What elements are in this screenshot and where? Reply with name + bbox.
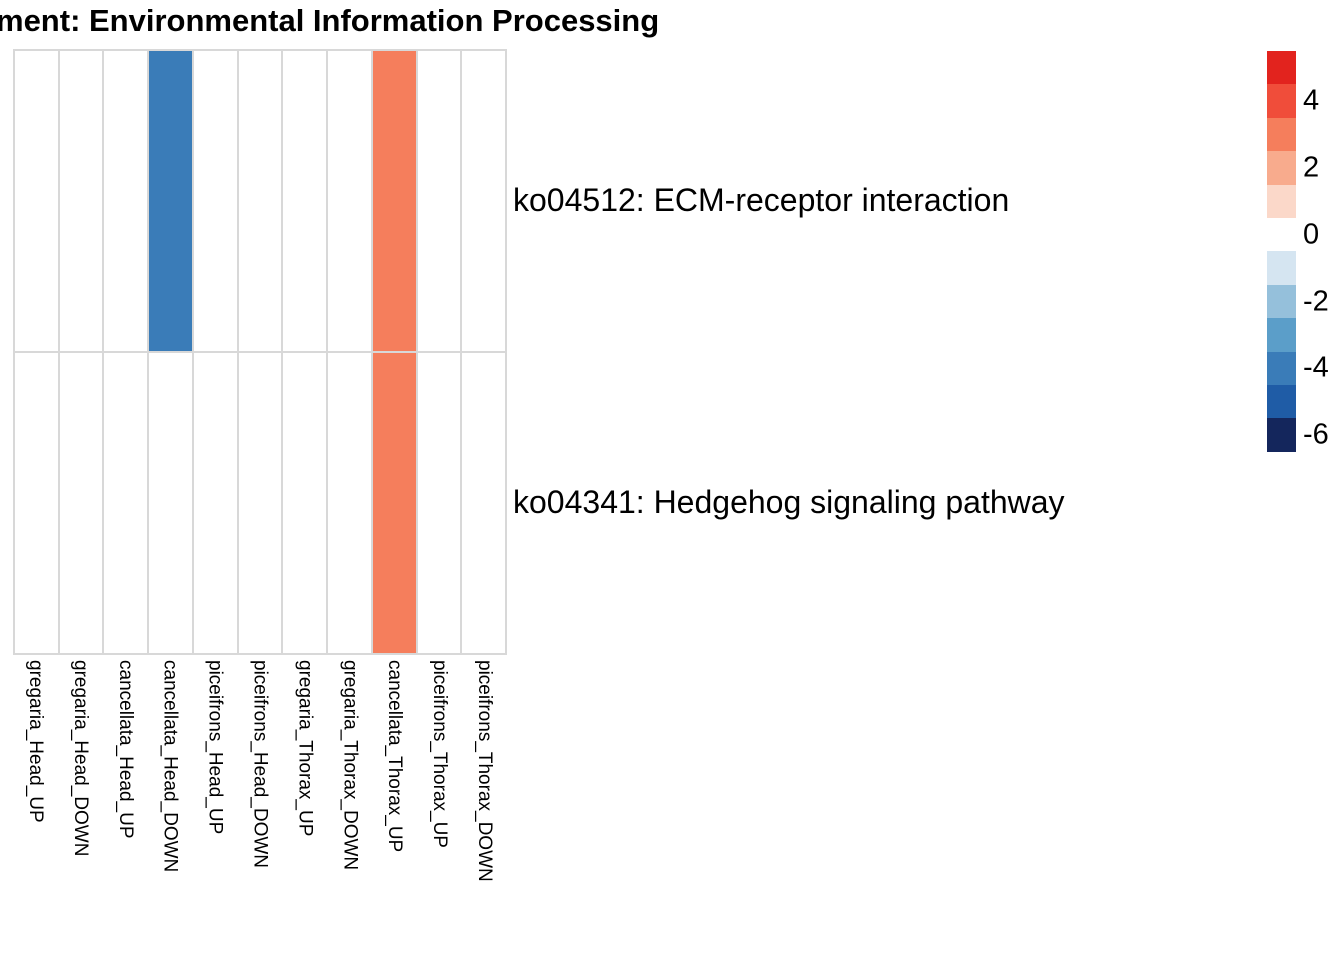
heatmap-grid [13, 49, 507, 655]
heatmap-cell [416, 50, 462, 352]
heatmap-cell [237, 50, 283, 352]
column-label-slot: piceifrons_Thorax_UP [417, 660, 462, 882]
heatmap-cell [148, 352, 193, 654]
heatmap-cell [371, 50, 417, 352]
column-label-slot: cancellata_Head_UP [103, 660, 148, 882]
heatmap-cell [416, 352, 462, 654]
legend-color-block [1267, 117, 1296, 152]
column-label-slot: gregaria_Thorax_DOWN [327, 660, 372, 882]
heatmap-cell [192, 50, 238, 352]
heatmap-cell [461, 50, 506, 352]
column-label: cancellata_Head_UP [114, 660, 136, 839]
column-label-slot: gregaria_Head_DOWN [58, 660, 103, 882]
row-label: ko04341: Hedgehog signaling pathway [513, 484, 1065, 520]
column-label: cancellata_Head_DOWN [159, 660, 181, 873]
heatmap-cell [103, 352, 149, 654]
column-label: piceifrons_Head_UP [204, 660, 226, 835]
column-label-slot: piceifrons_Head_DOWN [238, 660, 283, 882]
legend-tick-label: 4 [1303, 84, 1320, 117]
legend-color-block [1267, 84, 1296, 118]
legend-color-block [1267, 418, 1296, 452]
column-label: gregaria_Thorax_DOWN [339, 660, 361, 871]
legend-tick-label: -6 [1303, 418, 1329, 451]
heatmap-cell [58, 352, 104, 654]
heatmap-cell [14, 50, 59, 352]
row-label: ko04512: ECM-receptor interaction [513, 182, 1010, 218]
column-labels: gregaria_Head_UP gregaria_Head_DOWN cancel… [13, 660, 507, 882]
heatmap-cell [461, 352, 506, 654]
heatmap-cell [327, 50, 372, 352]
legend-color-block [1267, 284, 1296, 319]
heatmap-cell [371, 352, 417, 654]
legend-color-block [1267, 151, 1296, 185]
chart-title: ment: Environmental Information Processi… [0, 3, 660, 38]
heatmap-cell [327, 352, 372, 654]
column-label: piceifrons_Thorax_DOWN [474, 660, 496, 882]
column-label-slot: gregaria_Thorax_UP [282, 660, 327, 882]
heatmap-cell [14, 352, 59, 654]
color-legend: 4 2 0 -2 -4 -6 [1267, 51, 1329, 452]
heatmap-cell [282, 50, 328, 352]
heatmap-cell [103, 50, 149, 352]
column-label-slot: piceifrons_Head_UP [193, 660, 238, 882]
heatmap-cell [58, 50, 104, 352]
heatmap-cell [192, 352, 238, 654]
heatmap-cell [282, 352, 328, 654]
heatmap-cell [148, 50, 193, 352]
column-label: cancellata_Thorax_UP [384, 660, 406, 853]
column-label-slot: gregaria_Head_UP [13, 660, 58, 882]
column-label-slot: cancellata_Thorax_UP [372, 660, 417, 882]
heatmap-cell [237, 352, 283, 654]
legend-color-block [1267, 385, 1296, 419]
column-label: piceifrons_Head_DOWN [249, 660, 271, 869]
legend-tick-label: -4 [1303, 351, 1329, 384]
legend-tick-label: 2 [1303, 151, 1320, 184]
column-label: gregaria_Head_DOWN [69, 660, 91, 857]
legend-color-block [1267, 251, 1296, 285]
legend-tick-label: -2 [1303, 285, 1329, 318]
legend-color-block [1267, 218, 1296, 252]
legend-color-block [1267, 318, 1296, 352]
column-label-slot: cancellata_Head_DOWN [148, 660, 193, 882]
legend-color-block [1267, 351, 1296, 386]
column-label: piceifrons_Thorax_UP [429, 660, 451, 848]
column-label: gregaria_Head_UP [24, 660, 46, 823]
legend-color-block [1267, 51, 1296, 85]
legend-color-block [1267, 184, 1296, 219]
legend-tick-label: 0 [1303, 218, 1320, 251]
column-label: gregaria_Thorax_UP [294, 660, 316, 837]
column-label-slot: piceifrons_Thorax_DOWN [462, 660, 507, 882]
